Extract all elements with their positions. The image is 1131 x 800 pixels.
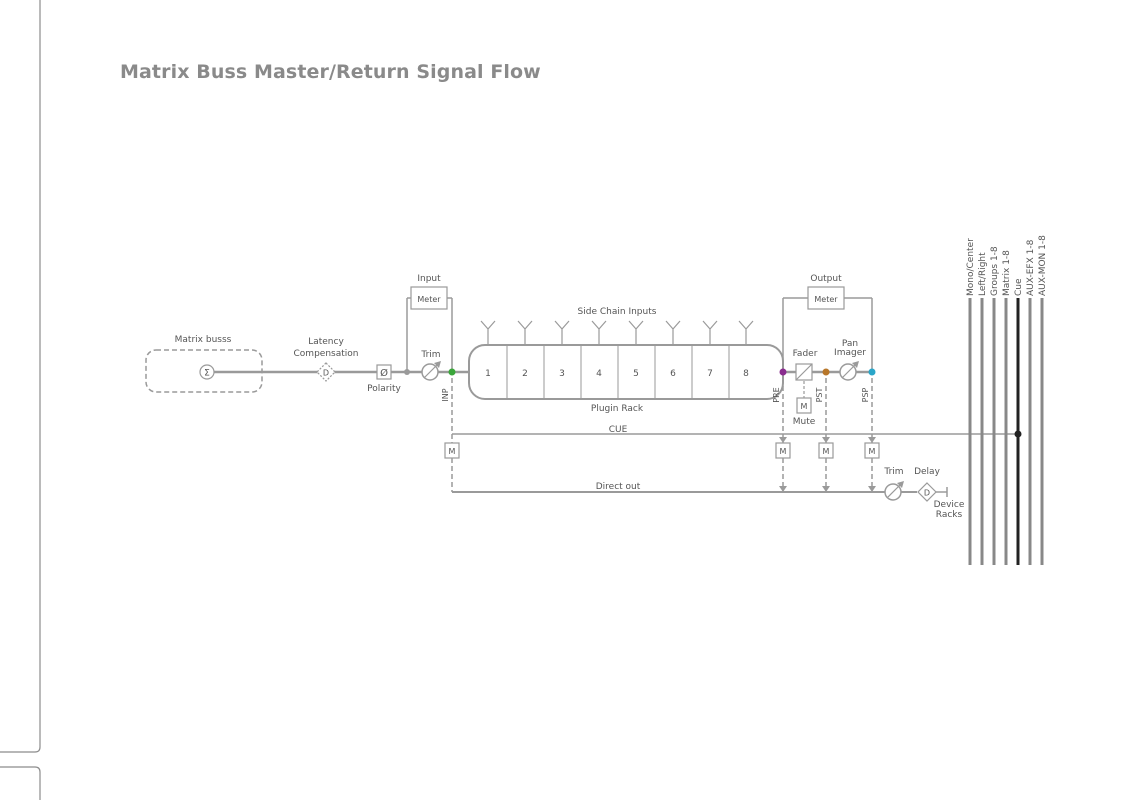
pre-label: PRE [772, 387, 781, 402]
psp-label: PSP [861, 387, 870, 402]
output-meter-block: Meter Output [782, 274, 873, 372]
delay-label: Delay [914, 467, 940, 477]
plugin-slot-2: 2 [522, 369, 528, 379]
side-chain-connectors [480, 320, 754, 345]
psp-tap-dot [868, 368, 876, 376]
delay-icon: D [924, 489, 930, 498]
polarity-icon: Ø [380, 367, 388, 379]
pst-mute-icon: M [823, 447, 830, 456]
racks-label: Racks [936, 510, 963, 520]
pan-imager-block: Pan Imager [834, 339, 866, 381]
sum-icon: Σ [204, 369, 210, 379]
trim-block: Trim [420, 350, 441, 381]
bus-label-cue: Cue [1014, 278, 1024, 296]
pre-mute-icon: M [780, 447, 787, 456]
pan-label: Pan [842, 339, 858, 349]
inp-mute-icon: M [449, 447, 456, 456]
inp-tap-dot [448, 368, 456, 376]
bus-label-mono-center: Mono/Center [966, 238, 976, 296]
psp-mute-icon: M [869, 447, 876, 456]
device-label: Device [934, 500, 965, 510]
output-meter-label: Meter [814, 295, 838, 304]
plugin-rack-label: Plugin Rack [591, 404, 644, 414]
input-meter-label: Meter [417, 295, 441, 304]
plugin-slot-8: 8 [743, 369, 749, 379]
direct-out-trim-block: Trim [883, 467, 904, 501]
output-label: Output [810, 274, 842, 284]
output-buses: Mono/Center Left/Right Groups 1-8 Matrix… [966, 235, 1048, 565]
pst-label: PST [815, 387, 824, 402]
plugin-slot-3: 3 [559, 369, 565, 379]
bus-label-aux-efx: AUX-EFX 1-8 [1026, 239, 1036, 296]
plugin-slot-5: 5 [633, 369, 639, 379]
bus-label-groups: Groups 1-8 [990, 246, 1000, 296]
latency-delay-icon: D [323, 369, 329, 378]
plugin-slot-6: 6 [670, 369, 676, 379]
bus-label-left-right: Left/Right [978, 252, 988, 296]
fader-block: Fader M Mute [793, 349, 818, 427]
cue-label: CUE [609, 425, 628, 435]
input-meter-block: Meter Input [404, 274, 453, 375]
latency-label-2: Compensation [294, 349, 359, 359]
bus-label-matrix: Matrix 1-8 [1002, 250, 1012, 296]
bus-label-aux-mon: AUX-MON 1-8 [1038, 235, 1048, 296]
side-chain-inputs-label: Side Chain Inputs [578, 307, 657, 317]
plugin-slot-7: 7 [707, 369, 713, 379]
polarity-block: Ø Polarity [367, 364, 402, 394]
matrix-busss-block: Matrix busss Σ [145, 335, 263, 393]
polarity-label: Polarity [367, 384, 401, 394]
input-label: Input [417, 274, 441, 284]
pre-tap-dot [779, 368, 787, 376]
latency-label-1: Latency [308, 337, 344, 347]
inp-label: INP [441, 388, 450, 401]
fader-label: Fader [793, 349, 818, 359]
trim-label: Trim [420, 350, 440, 360]
plugin-slot-4: 4 [596, 369, 602, 379]
mute-label: Mute [793, 417, 816, 427]
page-title: Matrix Buss Master/Return Signal Flow [120, 61, 541, 83]
latency-compensation-block: Latency Compensation D [294, 337, 359, 382]
trim2-label: Trim [883, 467, 903, 477]
matrix-busss-label: Matrix busss [175, 335, 232, 345]
imager-label: Imager [834, 348, 866, 358]
inp-mute-box [444, 442, 460, 459]
delay-block: D Delay Device Racks [914, 467, 965, 520]
fader-mute-icon: M [801, 402, 808, 411]
plugin-slot-1: 1 [485, 369, 491, 379]
plugin-rack-block: 1 2 3 4 5 6 7 8 Plugin Rack [468, 344, 784, 414]
direct-out-label: Direct out [596, 482, 641, 492]
pst-tap-dot [822, 368, 830, 376]
fader-mute-box [796, 397, 812, 414]
